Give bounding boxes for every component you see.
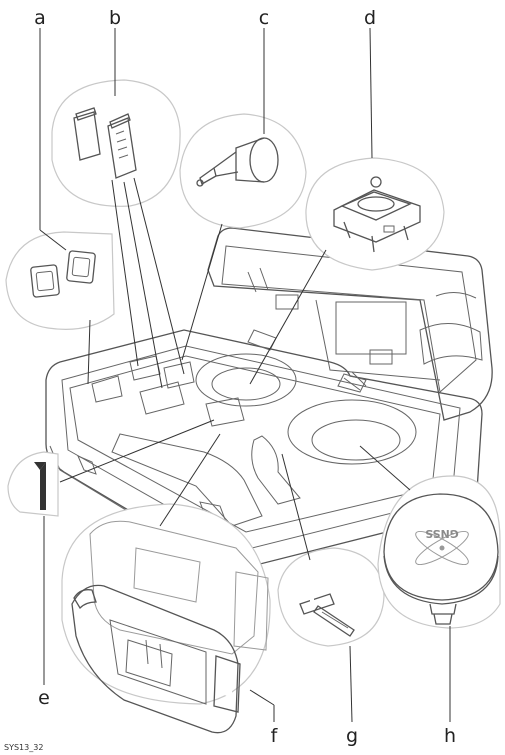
bubble-h-illustration: GNSS: [378, 476, 500, 628]
bubble-g-illustration: [278, 548, 384, 646]
label-g: g: [346, 725, 358, 747]
bubble-b-illustration: [52, 80, 180, 206]
bubble-d-illustration: [306, 158, 444, 270]
bubble-c-illustration: [180, 114, 306, 228]
label-h: h: [444, 725, 456, 747]
label-d: d: [364, 7, 376, 29]
antenna-text: GNSS: [425, 527, 459, 540]
label-b: b: [109, 7, 121, 29]
bubble-e-illustration: [8, 452, 58, 516]
label-f: f: [271, 725, 279, 747]
figure-code: SYS13_32: [4, 743, 43, 752]
bubble-a-illustration: [6, 232, 114, 329]
label-e: e: [38, 687, 50, 709]
label-c: c: [259, 7, 269, 29]
bubble-f-illustration: [62, 504, 270, 733]
label-a: a: [34, 7, 46, 29]
